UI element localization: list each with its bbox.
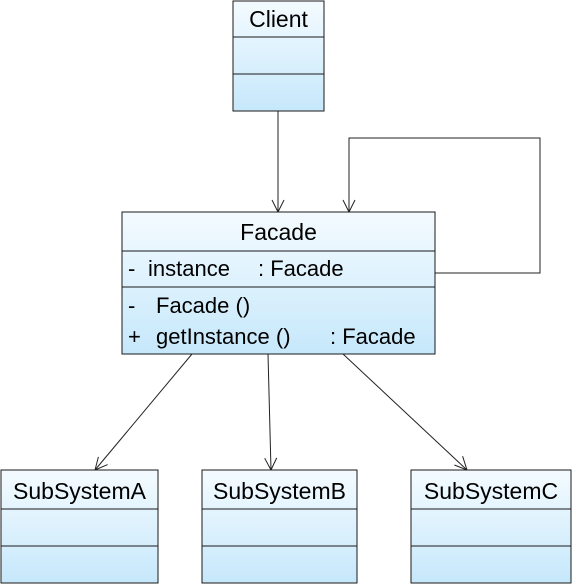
class-subsystem-a[interactable]: SubSystemA	[0, 469, 159, 584]
class-subsystem-b[interactable]: SubSystemB	[201, 469, 358, 584]
visibility-marker: +	[128, 324, 141, 349]
class-name: Facade	[240, 219, 317, 245]
operation-name: Facade ()	[156, 293, 250, 318]
class-client[interactable]: Client	[232, 0, 325, 112]
attribute-row: - instance : Facade	[128, 256, 344, 281]
class-subsystem-c[interactable]: SubSystemC	[410, 469, 572, 584]
operation-return-type: : Facade	[330, 324, 416, 349]
attribute-type: : Facade	[258, 256, 344, 281]
class-name: SubSystemB	[213, 478, 346, 504]
relationships	[94, 111, 541, 472]
visibility-marker: -	[128, 293, 135, 318]
facade-to-subsystem-c-association	[342, 353, 468, 471]
operation-row: - Facade ()	[128, 293, 250, 318]
operation-row: + getInstance () : Facade	[128, 324, 416, 349]
visibility-marker: -	[128, 256, 135, 281]
facade-to-subsystem-a-association	[94, 353, 193, 471]
edge-line	[342, 353, 468, 471]
edge-line	[348, 137, 541, 274]
class-box	[232, 0, 325, 112]
class-box	[121, 211, 436, 355]
class-box	[201, 469, 358, 584]
class-box	[410, 469, 572, 584]
class-name: SubSystemC	[424, 478, 558, 504]
class-name: Client	[249, 6, 308, 32]
edge-line	[94, 353, 193, 471]
class-facade[interactable]: Facade - instance : Facade - Facade () +…	[121, 211, 436, 355]
attribute-name: instance	[148, 256, 230, 281]
facade-to-subsystem-b-association	[264, 353, 278, 472]
client-to-facade-association	[271, 111, 285, 214]
class-name: SubSystemA	[13, 478, 147, 504]
operation-name: getInstance ()	[156, 324, 291, 349]
edge-line	[267, 353, 272, 471]
class-box	[0, 469, 159, 584]
